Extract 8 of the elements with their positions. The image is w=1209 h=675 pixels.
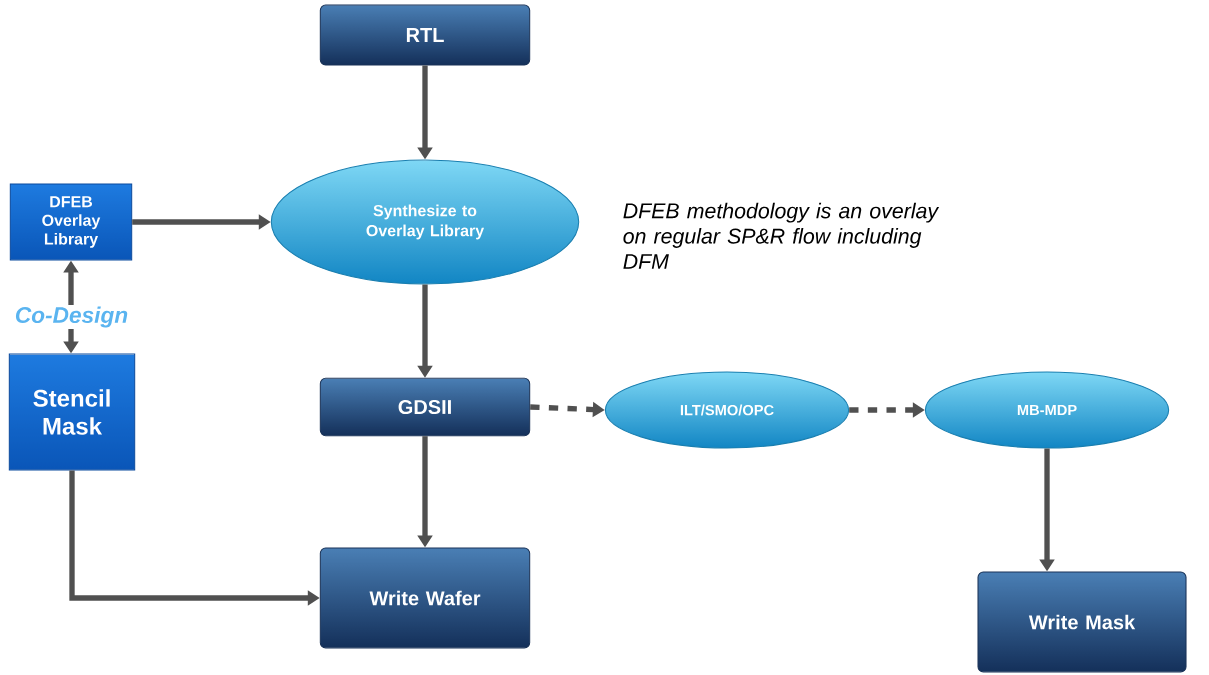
library-box: Stencil Mask [8,353,136,471]
process-box: Write Mask [977,571,1187,673]
edge-label: Co-Design [13,305,130,329]
process-box: GDSII [319,377,531,437]
note-text: DFEB methodology is an overlay on regular SP&R flow including DFM [623,202,940,269]
process-box: Write Wafer [319,547,531,649]
library-box: DFEB Overlay Library [9,183,133,261]
process-box: RTL [319,4,531,66]
